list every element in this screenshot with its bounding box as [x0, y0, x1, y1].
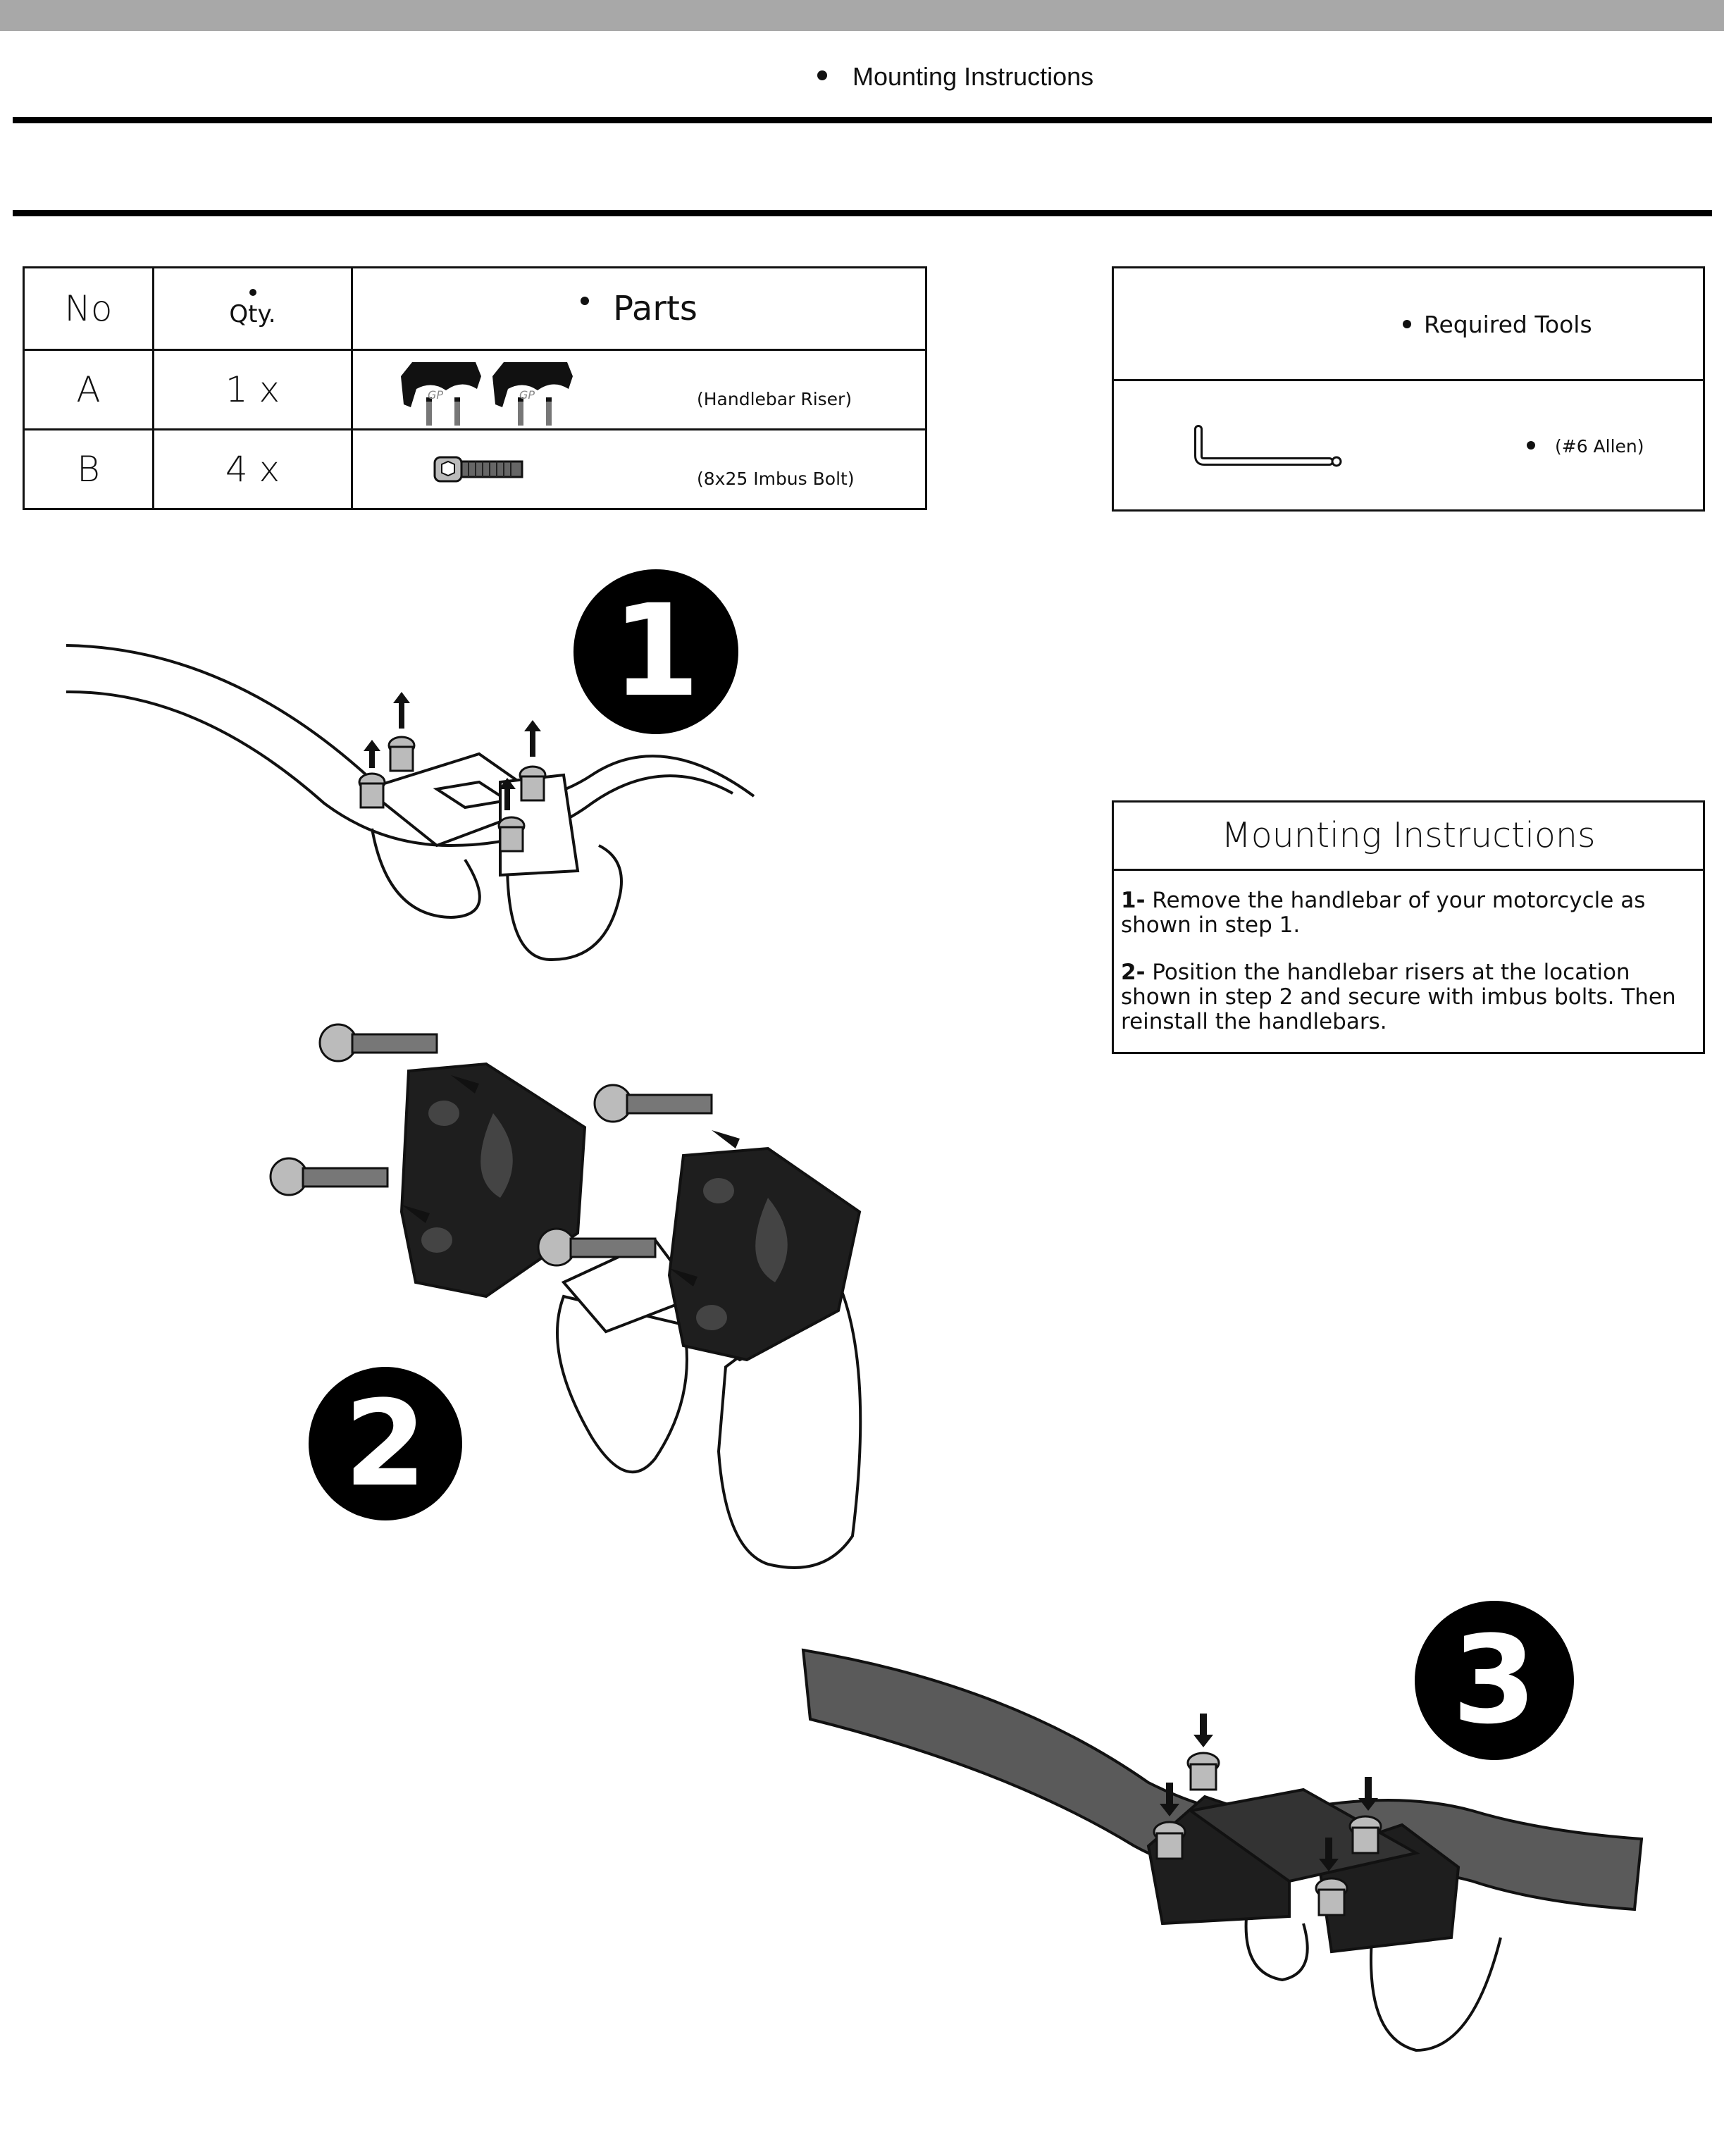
svg-text:GP: GP [428, 388, 443, 402]
header-parts: Parts [351, 266, 927, 351]
top-gray-band [0, 0, 1724, 31]
document-title: Mounting Instructions [817, 62, 1093, 92]
step-3-badge: 3 [1415, 1601, 1574, 1760]
svg-text:GP: GP [519, 388, 535, 402]
instruction-step: 1- Remove the handlebar of your motorcyc… [1121, 888, 1699, 938]
header-no: No [23, 266, 154, 351]
step-text: Position the handlebar risers at the loc… [1121, 960, 1676, 1034]
document-title-text: Mounting Instructions [852, 62, 1094, 91]
header-qty: Qty. [152, 266, 353, 351]
bullet-icon [817, 70, 827, 81]
bullet-icon [1403, 319, 1411, 328]
step-text: Remove the handlebar of your motorcycle … [1121, 888, 1646, 938]
step-2-illustration [269, 1023, 862, 1569]
bullet-icon [249, 289, 256, 296]
parts-header-row: No Qty. Parts [23, 266, 927, 351]
tool-name: (#6 Allen) [1555, 436, 1644, 457]
bullet-icon [581, 297, 590, 305]
part-name: (8x25 Imbus Bolt) [697, 469, 855, 489]
step-2-badge: 2 [309, 1367, 462, 1520]
step-1-badge: 1 [573, 569, 738, 734]
instruction-step: 2- Position the handlebar risers at the … [1121, 960, 1699, 1034]
divider-top [13, 117, 1712, 123]
instructions-box: Mounting Instructions 1- Remove the hand… [1112, 800, 1705, 1054]
header-parts-text: Parts [613, 289, 697, 328]
instructions-title: Mounting Instructions [1114, 803, 1703, 871]
imbus-bolt-icon [433, 456, 523, 483]
tool-item: (#6 Allen) [1527, 436, 1644, 457]
bullet-icon [1527, 441, 1535, 450]
row-qty: 4 x [152, 428, 353, 510]
table-row: A 1 x GP GP (Handlebar Riser) [23, 349, 927, 430]
step-number: 1- [1121, 888, 1146, 913]
parts-table: No Qty. Parts A 1 x GP GP (Handlebar Ris… [23, 266, 927, 510]
table-row: B 4 x (8x25 Imbus Bolt) [23, 428, 927, 510]
instructions-body: 1- Remove the handlebar of your motorcyc… [1121, 888, 1699, 1057]
row-part: GP GP (Handlebar Riser) [351, 349, 927, 430]
required-tools-header: Required Tools [1403, 311, 1592, 338]
row-part: (8x25 Imbus Bolt) [351, 428, 927, 510]
handlebar-riser-icon: GP GP [401, 362, 573, 426]
row-no: A [23, 349, 154, 430]
row-no: B [23, 428, 154, 510]
step-3-illustration [801, 1648, 1644, 2052]
divider-bottom [13, 210, 1712, 216]
step-1-illustration [66, 644, 755, 962]
allen-key-icon [1194, 425, 1342, 467]
required-tools-header-text: Required Tools [1424, 311, 1592, 338]
row-qty: 1 x [152, 349, 353, 430]
tools-divider [1114, 379, 1703, 381]
part-name: (Handlebar Riser) [697, 389, 852, 409]
required-tools-box: Required Tools (#6 Allen) [1112, 266, 1705, 512]
header-qty-text: Qty. [229, 300, 276, 328]
step-number: 2- [1121, 960, 1146, 985]
